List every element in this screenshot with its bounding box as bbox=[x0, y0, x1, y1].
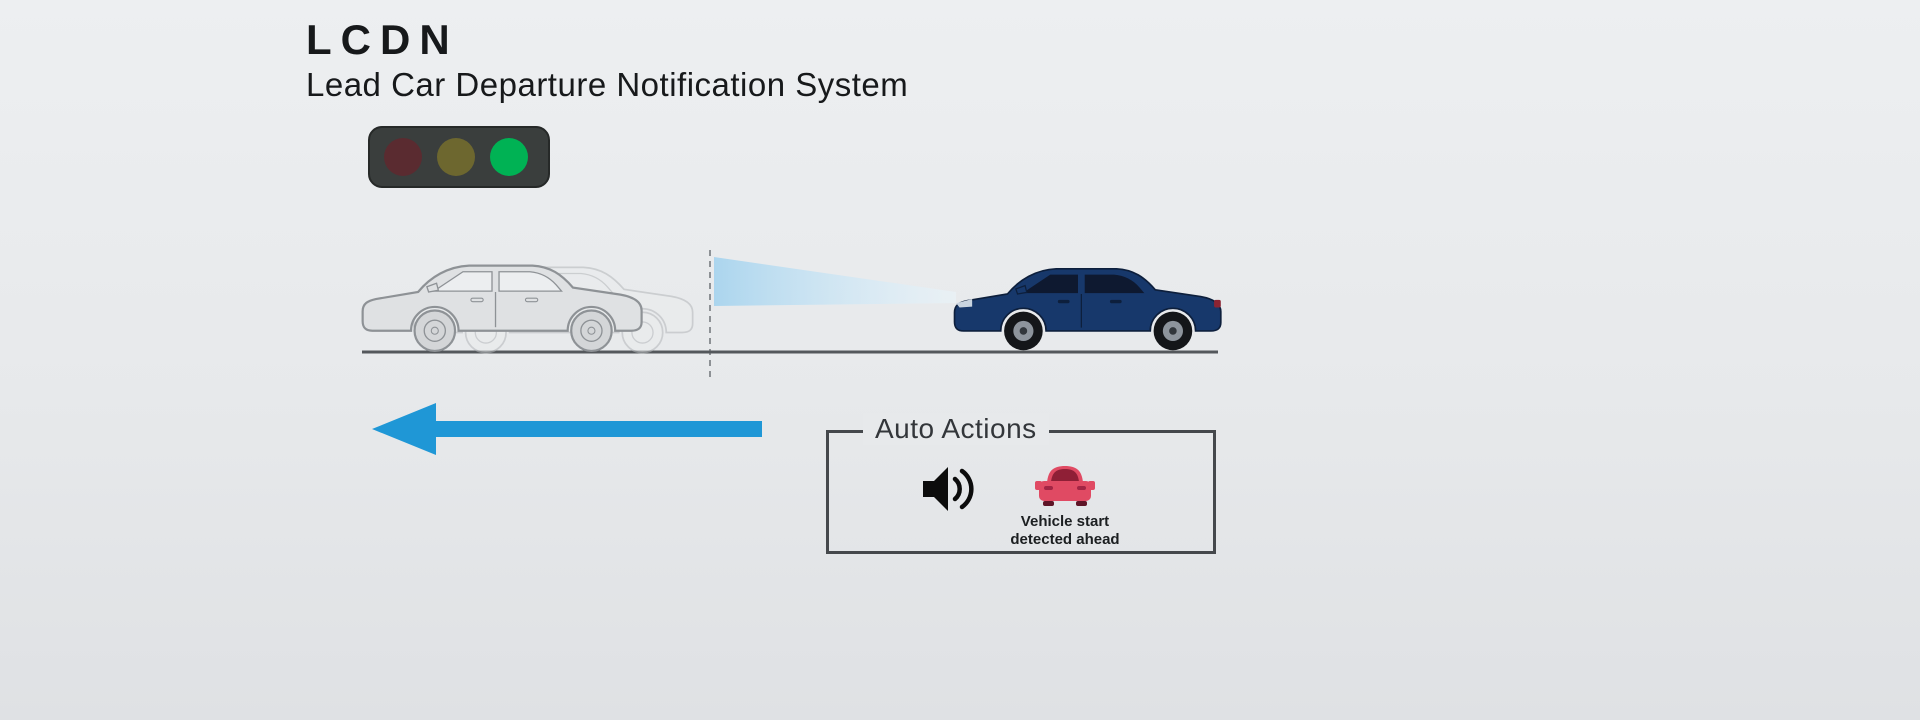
alert-caption-line2: detected ahead bbox=[1010, 531, 1120, 548]
auto-actions-panel: Auto Actions Vehicle start bbox=[826, 413, 1216, 554]
alert-car-body bbox=[1039, 481, 1091, 501]
alert-car-windshield bbox=[1051, 469, 1079, 482]
alert-car-icon bbox=[1035, 461, 1095, 514]
taillight bbox=[1214, 299, 1221, 308]
alert-caption: Vehicle start detected ahead bbox=[979, 513, 1151, 549]
ego-car-illustration bbox=[953, 267, 1222, 351]
green-light bbox=[490, 138, 528, 176]
sensor-beam bbox=[714, 257, 956, 306]
headlight bbox=[956, 299, 973, 308]
red-light bbox=[384, 138, 422, 176]
yellow-light bbox=[437, 138, 475, 176]
page-subtitle: Lead Car Departure Notification System bbox=[306, 66, 909, 103]
page-title: LCDN bbox=[306, 16, 459, 63]
lead-car-body bbox=[361, 264, 643, 353]
arrow-left-icon bbox=[372, 403, 762, 455]
auto-actions-title: Auto Actions bbox=[863, 413, 1049, 445]
speaker-icon bbox=[921, 463, 979, 520]
lead-car-illustration bbox=[361, 264, 694, 354]
traffic-light-icon bbox=[368, 126, 550, 188]
alert-caption-line1: Vehicle start bbox=[1020, 513, 1110, 530]
